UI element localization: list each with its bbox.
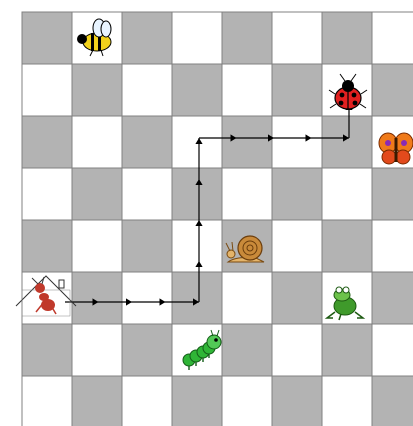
board-cell (272, 116, 322, 168)
board-cell (172, 12, 222, 64)
board-cell (22, 220, 72, 272)
board-cell (72, 324, 122, 376)
board-cell (72, 168, 122, 220)
board-cells (22, 12, 413, 426)
board-cell (22, 168, 72, 220)
board-cell (222, 168, 272, 220)
board-cell (122, 116, 172, 168)
board-cell (372, 376, 413, 426)
butterfly-icon (379, 133, 413, 164)
board-cell (272, 272, 322, 324)
board-cell (172, 376, 222, 426)
board-cell (222, 376, 272, 426)
board-cell (272, 324, 322, 376)
board-cell (322, 12, 372, 64)
board-cell (72, 116, 122, 168)
board-cell (272, 168, 322, 220)
board-cell (172, 272, 222, 324)
board-cell (372, 220, 413, 272)
board-cell (322, 376, 372, 426)
board-cell (122, 376, 172, 426)
board-cell (122, 12, 172, 64)
board-cell (372, 64, 413, 116)
board-cell (22, 324, 72, 376)
board-cell (172, 64, 222, 116)
board-cell (322, 116, 372, 168)
board-cell (322, 324, 372, 376)
board-cell (72, 376, 122, 426)
board-cell (22, 116, 72, 168)
board-cell (372, 272, 413, 324)
board-cell (22, 376, 72, 426)
board-cell (22, 12, 72, 64)
board-cell (322, 168, 372, 220)
board-cell (122, 272, 172, 324)
board-cell (122, 220, 172, 272)
board-cell (72, 64, 122, 116)
board-cell (172, 168, 222, 220)
board-cell (72, 220, 122, 272)
board-cell (272, 64, 322, 116)
board-cell (172, 220, 222, 272)
board-cell (372, 324, 413, 376)
board-cell (272, 220, 322, 272)
board-cell (272, 376, 322, 426)
board-cell (122, 168, 172, 220)
board-cell (372, 168, 413, 220)
board-cell (122, 324, 172, 376)
board-cell (222, 324, 272, 376)
board-cell (122, 64, 172, 116)
board-cell (272, 12, 322, 64)
board-cell (222, 64, 272, 116)
board-cell (222, 272, 272, 324)
board-cell (72, 272, 122, 324)
board-cell (222, 12, 272, 64)
board-cell (222, 116, 272, 168)
board-cell (372, 12, 413, 64)
board-cell (322, 220, 372, 272)
board-cell (22, 64, 72, 116)
